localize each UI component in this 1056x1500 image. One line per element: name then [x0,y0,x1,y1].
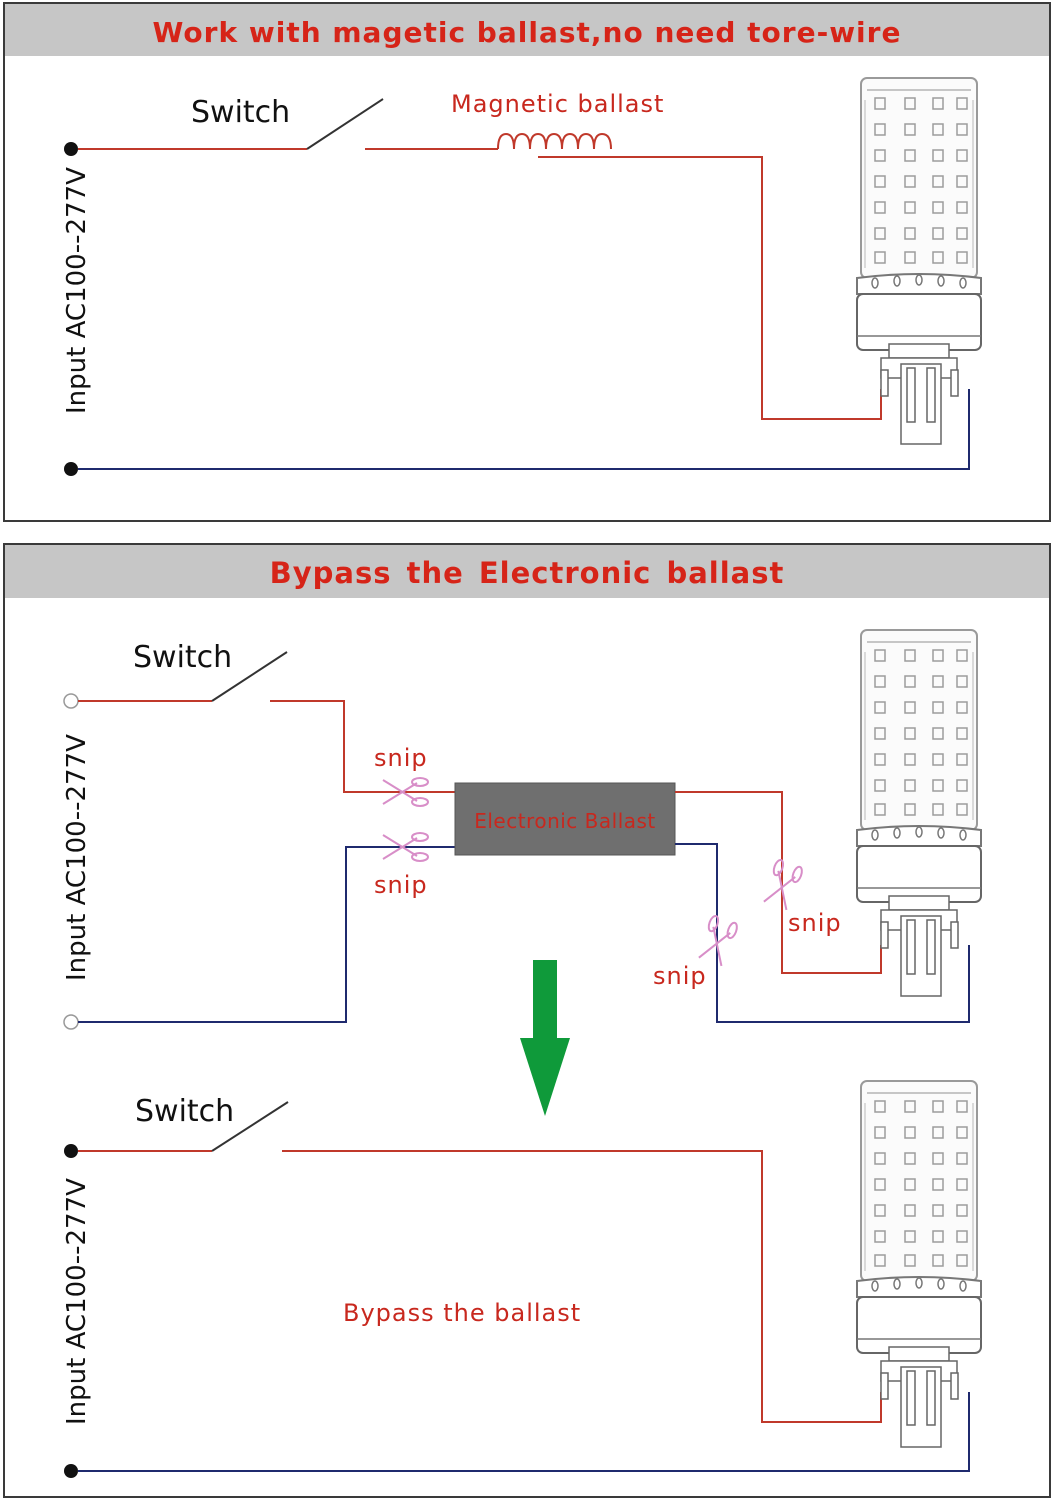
snip-label: snip [653,962,707,990]
neutral-wire [78,389,970,470]
switch-label: Switch [135,1094,234,1129]
arrow-down-icon [520,960,570,1116]
bypass-wiring-diagram: Switch Electronic Ballast snip snip snip… [62,629,982,1478]
live-wire-to-lamp [282,1150,882,1423]
switch [211,651,288,702]
input-terminal-live [64,1144,78,1158]
snip-label: snip [374,871,428,899]
led-corn-bulb-icon [856,1080,982,1448]
magnetic-ballast-panel: Work with magetic ballast,no need tore-w… [3,2,1051,522]
electronic-ballast-box [454,782,676,856]
input-voltage-label: Input AC100--277V [62,1178,92,1425]
neutral-wire [78,1392,970,1472]
bypass-label: Bypass the ballast [343,1299,581,1327]
bypass-ballast-panel: Bypass the Electronic ballast [3,543,1051,1498]
switch-label: Switch [133,640,232,675]
input-voltage-label: Input AC100--277V [62,734,92,981]
switch-label: Switch [191,95,290,130]
before-diagram: Switch Electronic Ballast snip snip snip… [62,629,982,1030]
magnetic-ballast-label: Magnetic ballast [451,90,664,118]
input-voltage-label: Input AC100--277V [62,167,92,414]
input-terminal-neutral [63,1014,79,1030]
panel-title: Work with magetic ballast,no need tore-w… [5,4,1049,56]
live-wire-to-lamp [538,156,882,420]
switch [78,98,498,150]
panel-title: Bypass the Electronic ballast [5,545,1049,598]
input-terminal-live [64,142,78,156]
input-terminal-neutral [64,1464,78,1478]
led-corn-bulb-icon [856,629,982,997]
input-terminal-live [63,693,79,709]
switch [211,1101,289,1152]
magnetic-wiring-diagram: Switch Magnetic ballast Input AC100--277… [62,77,982,476]
inductor-coil-icon [497,132,612,150]
after-diagram: Switch Bypass the ballast Input AC100--2… [62,1080,982,1478]
input-terminal-neutral [64,462,78,476]
electronic-ballast-label: Electronic Ballast [474,809,656,833]
led-corn-bulb-icon [856,77,982,445]
snip-label: snip [374,744,428,772]
snip-label: snip [788,909,842,937]
